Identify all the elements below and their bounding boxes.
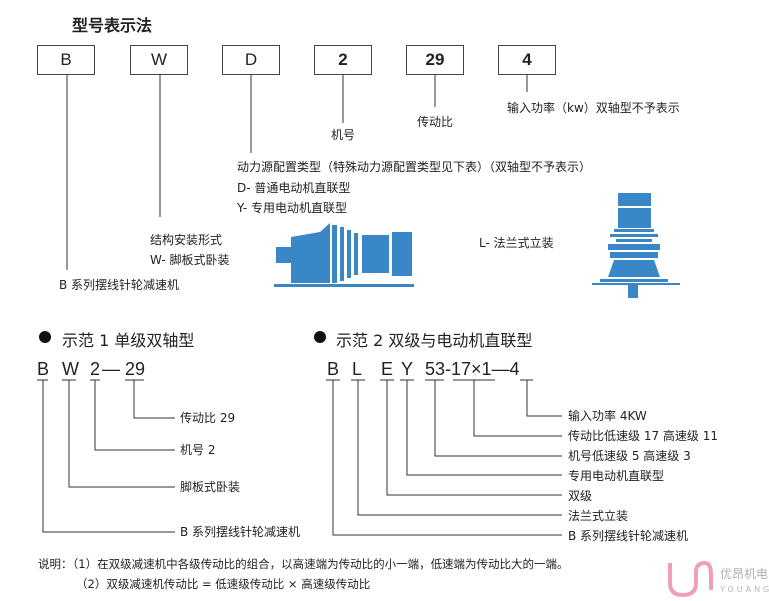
example2-label: 机号低速级 5 高速级 3: [568, 449, 691, 463]
code-box-mount: W: [130, 45, 188, 75]
code-char: 53-17×1—4: [425, 359, 520, 379]
label-mount-w: W- 脚板式卧装: [150, 253, 230, 267]
code-box-ratio: 29: [406, 45, 464, 75]
code-char: Y: [401, 359, 414, 379]
example2-label: 传动比低速级 17 高速级 11: [568, 429, 718, 443]
logo-en: YOUANG: [720, 585, 769, 594]
vertical-reducer-illustration: [592, 193, 680, 298]
code-char: 29: [125, 359, 146, 379]
label-drive-type: 动力源配置类型（特殊动力源配置类型见下表）（双轴型不予表示）: [237, 160, 592, 174]
example2-label: 专用电动机直联型: [568, 469, 665, 483]
horizontal-reducer-illustration: [274, 223, 414, 287]
example1-label: 脚板式卧装: [180, 480, 241, 494]
label-mount: 结构安装形式: [150, 233, 223, 247]
label-power: 输入功率（kw）双轴型不予表示: [507, 101, 680, 115]
code-box-frame: 2: [314, 45, 372, 75]
note-1: 说明：（1）在双级减速机中各级传动比的组合，以高速端为传动比的小一端，低速端为传…: [38, 557, 569, 571]
example1-label: B 系列摆线针轮减速机: [180, 525, 301, 539]
code-box-power: 4: [498, 45, 556, 75]
bullet-icon: [39, 331, 51, 343]
bullet-icon: [314, 331, 326, 343]
code-char: —: [102, 359, 120, 379]
code-box-drive: D: [222, 45, 280, 75]
example1-heading: 示范 1 单级双轴型: [62, 331, 195, 350]
code-char: E: [381, 359, 394, 379]
example2-label: 双级: [568, 489, 593, 503]
label-drive-d: D- 普通电动机直联型: [237, 181, 351, 195]
label-frame: 机号: [331, 128, 356, 142]
example1-label: 传动比 29: [180, 411, 236, 425]
example2-label: B 系列摆线针轮减速机: [568, 529, 689, 543]
example1-label: 机号 2: [180, 443, 216, 457]
label-ratio: 传动比: [417, 115, 454, 129]
example2-label: 输入功率 4KW: [568, 409, 647, 423]
code-char: B: [327, 359, 340, 379]
code-char: W: [62, 359, 79, 379]
label-series: B 系列摆线针轮减速机: [59, 278, 180, 292]
code-char: 2: [90, 359, 101, 379]
page-title: 型号表示法: [72, 16, 153, 35]
label-drive-y: Y- 专用电动机直联型: [237, 201, 348, 215]
logo-name: 优昂机电: [720, 567, 769, 581]
code-char: B: [37, 359, 50, 379]
example2-label: 法兰式立装: [568, 509, 629, 523]
example2-heading: 示范 2 双级与电动机直联型: [336, 331, 533, 350]
code-box-series: B: [37, 45, 95, 75]
note-2: （2）双级减速机传动比 = 低速级传动比 × 高速级传动比: [76, 577, 371, 591]
label-mount-l: L- 法兰式立装: [479, 236, 554, 250]
code-char: L: [352, 359, 363, 379]
